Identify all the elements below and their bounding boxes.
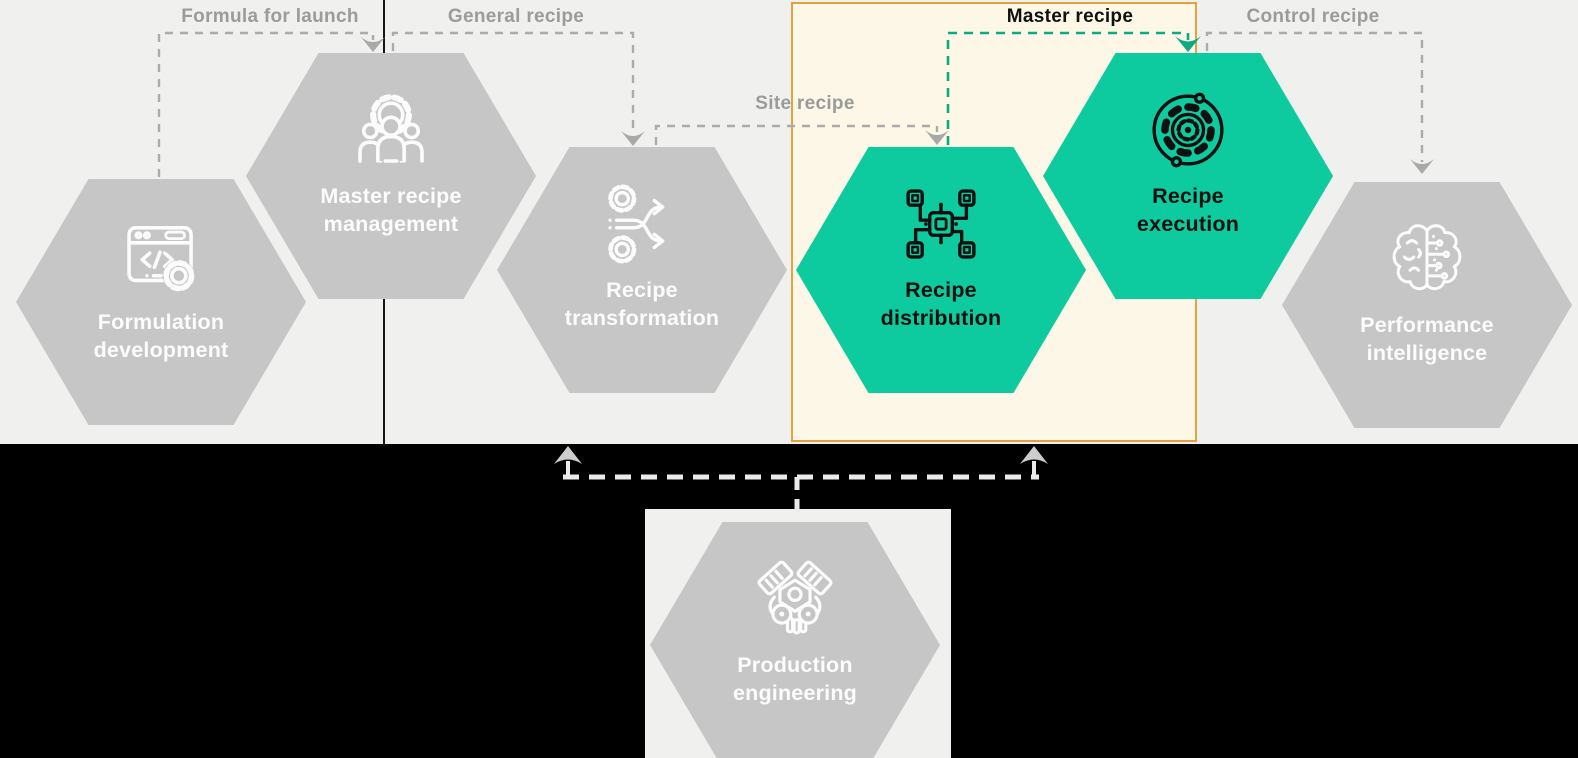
node-label-line1: Formulation: [97, 310, 225, 334]
browser-code-icon: [127, 226, 195, 292]
gears-shuffle-icon: [608, 184, 665, 264]
node-label-line1: Performance: [1360, 313, 1494, 337]
node-label-line2: distribution: [880, 306, 1002, 330]
gear-automation-icon: [1152, 92, 1224, 168]
node-label: Master recipe management: [320, 182, 461, 238]
node-label: Performance intelligence: [1360, 311, 1494, 367]
node-label-line1: Production: [737, 653, 853, 677]
node-label-line2: engineering: [732, 681, 858, 705]
node-formulation-development[interactable]: Formulation development: [16, 179, 306, 425]
node-performance-intelligence[interactable]: Performance intelligence: [1282, 182, 1572, 428]
label-formula-for-launch: Formula for launch: [181, 6, 359, 27]
network-nodes-icon: [906, 189, 976, 259]
node-label-line2: execution: [1136, 212, 1240, 236]
label-master-recipe: Master recipe: [1006, 6, 1134, 27]
node-label-line2: management: [323, 212, 459, 236]
node-label-line1: Recipe: [1152, 184, 1224, 208]
engine-icon: [757, 560, 833, 635]
node-label-line1: Master recipe: [320, 184, 462, 208]
node-label: Recipe execution: [1137, 182, 1239, 238]
label-general-recipe: General recipe: [447, 6, 585, 27]
node-label-line2: transformation: [564, 306, 720, 330]
label-site-recipe: Site recipe: [755, 93, 855, 114]
node-label: Formulation development: [94, 308, 229, 364]
node-label-line2: intelligence: [1366, 341, 1488, 365]
node-label-line1: Recipe: [905, 278, 977, 302]
connector-production-feed: [563, 461, 1039, 513]
node-label-line1: Recipe: [606, 278, 678, 302]
node-label: Production engineering: [733, 651, 857, 707]
brain-circuit-icon: [1392, 224, 1462, 291]
node-label-line2: development: [93, 338, 229, 362]
node-label: Recipe distribution: [881, 276, 1002, 332]
node-label: Recipe transformation: [565, 276, 720, 332]
arrowhead-up-icon: [554, 446, 582, 464]
label-control-recipe: Control recipe: [1246, 6, 1380, 27]
team-gear-icon: [358, 94, 424, 163]
arrowhead-up-icon: [1020, 446, 1048, 464]
